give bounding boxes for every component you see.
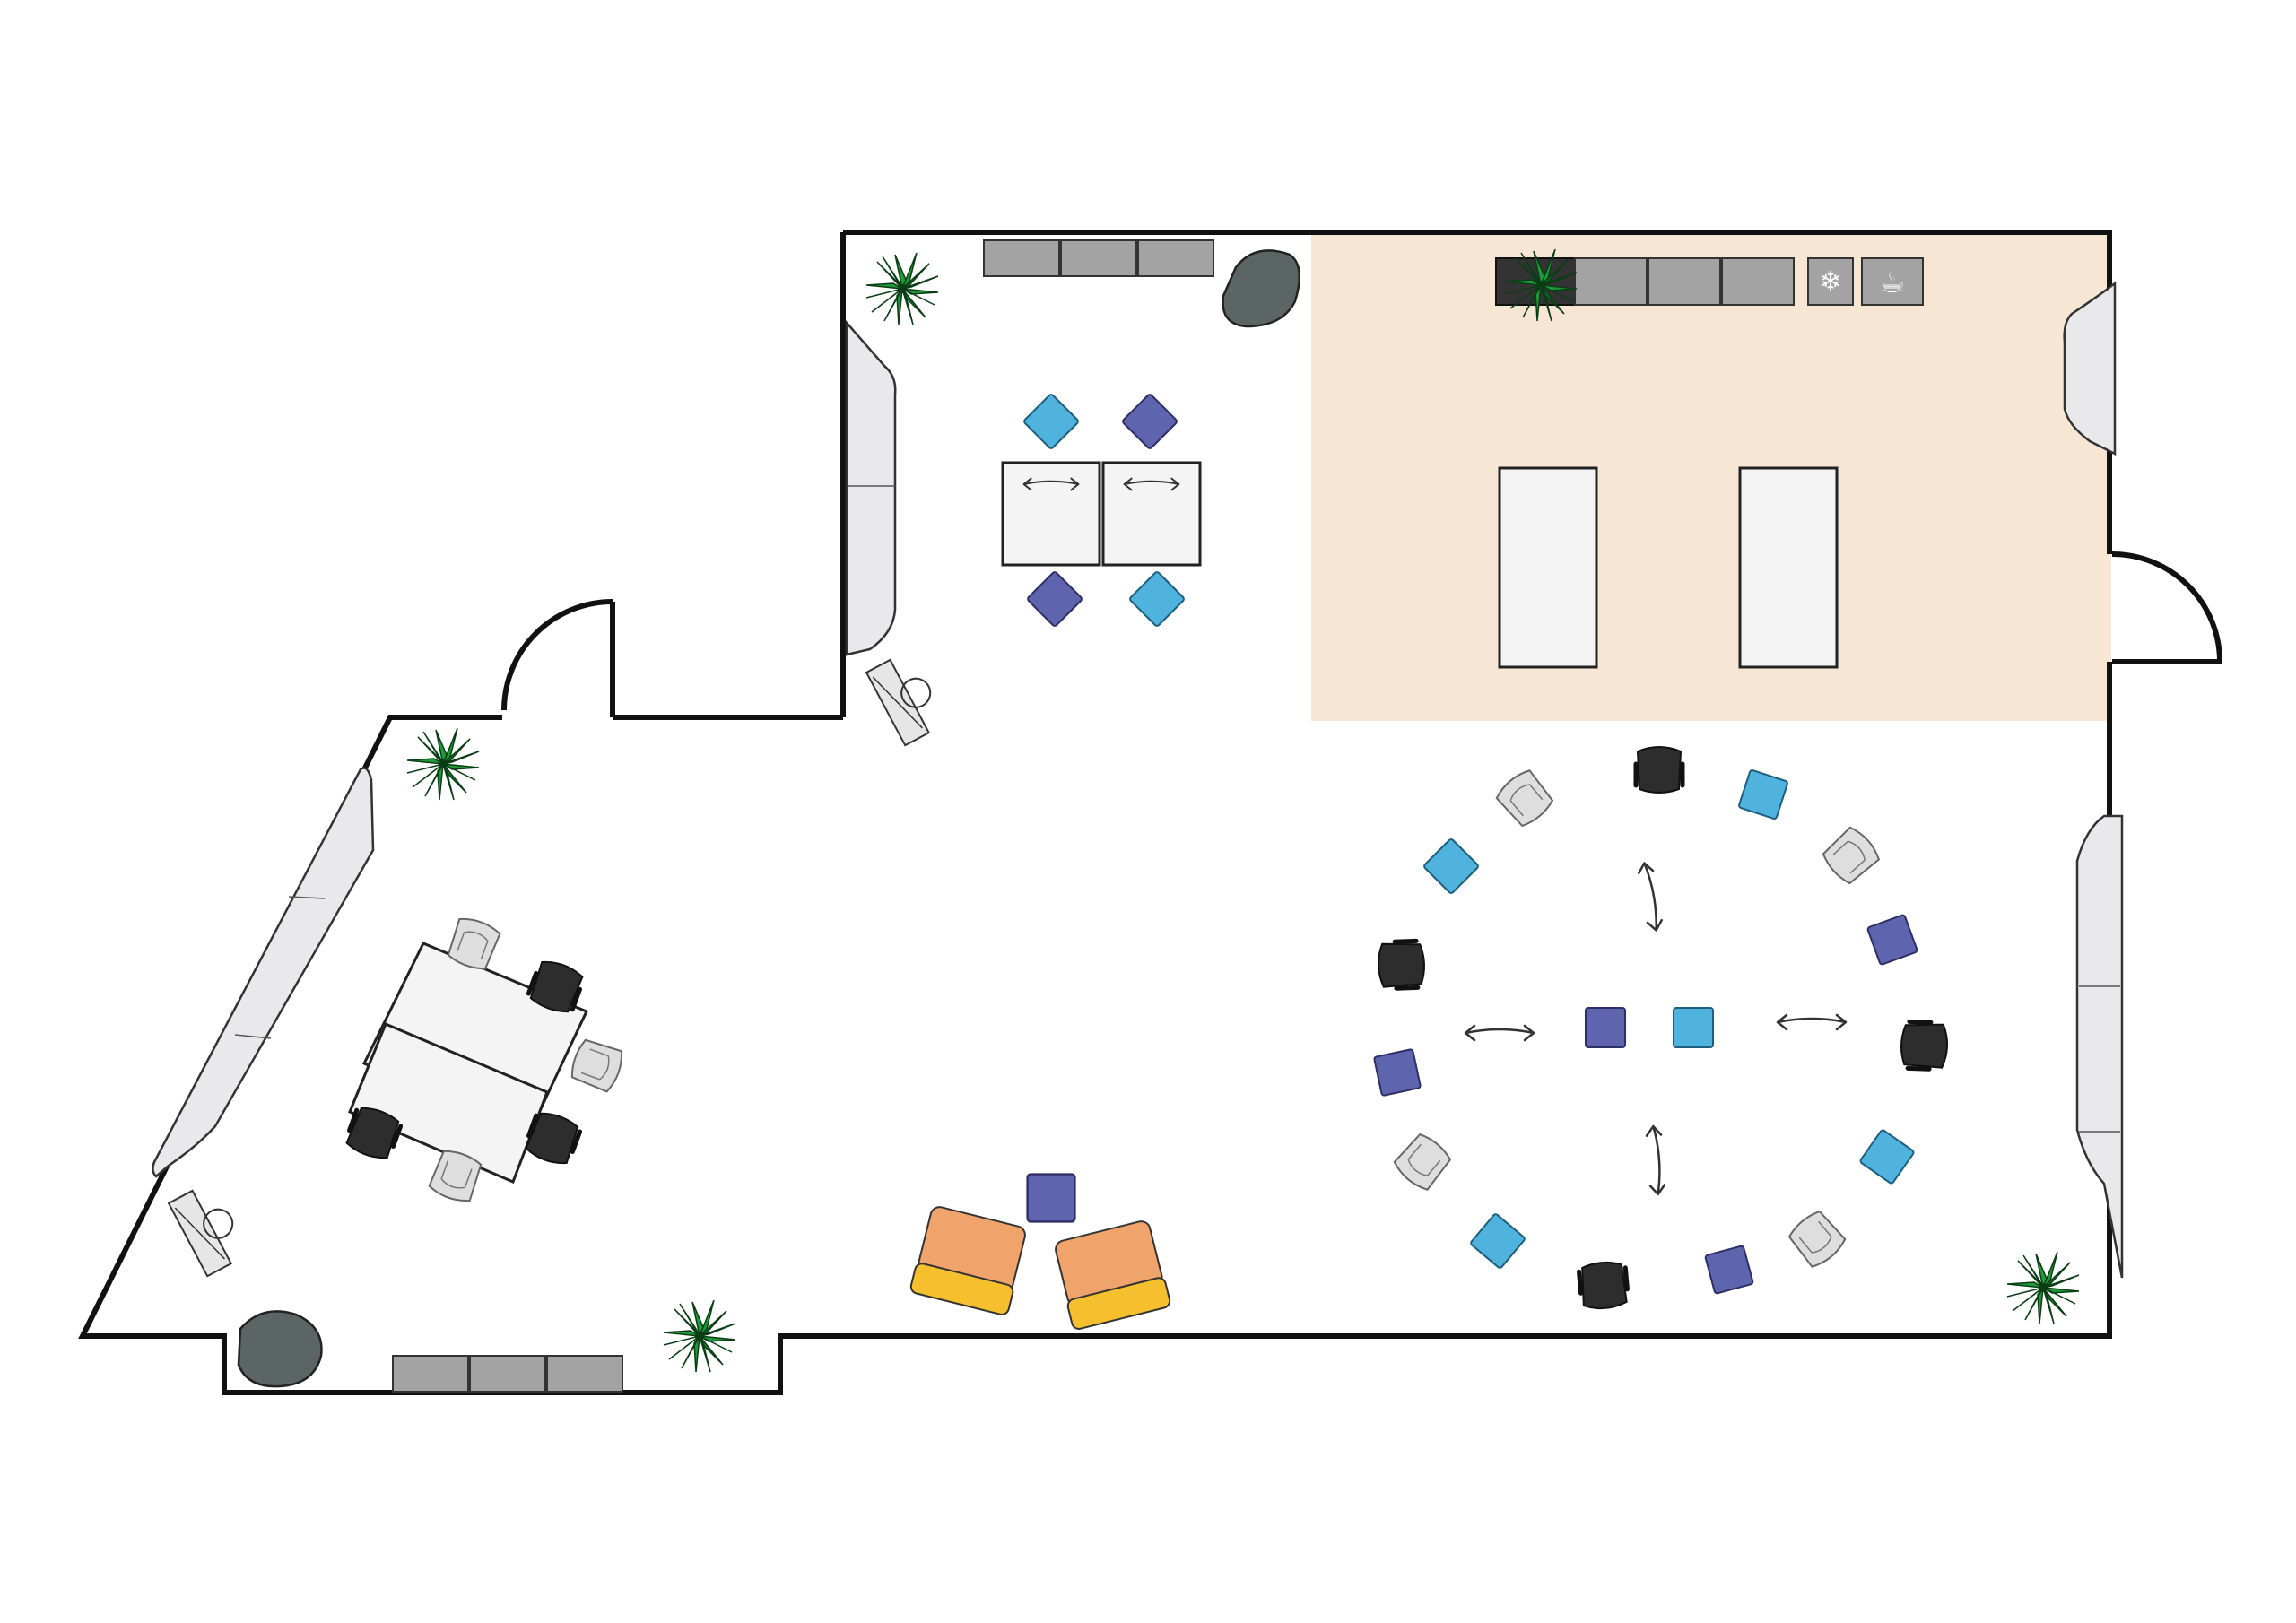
kitchen-table-right xyxy=(1738,466,1839,669)
door-left xyxy=(501,599,615,717)
cushion xyxy=(1673,1007,1714,1048)
cushion xyxy=(1866,913,1919,967)
chair xyxy=(1390,1129,1456,1194)
fridge-icon: ❄ xyxy=(1807,257,1854,306)
lounge-chair-left xyxy=(909,1206,1026,1315)
plant-icon xyxy=(406,727,480,801)
chair xyxy=(1578,1261,1629,1310)
work-table-left xyxy=(1001,461,1101,567)
chair xyxy=(1784,1206,1849,1271)
plant-icon xyxy=(865,252,939,325)
svg-text:☕: ☕ xyxy=(1880,265,1906,299)
cushion xyxy=(1469,1212,1526,1270)
cabinet-top xyxy=(983,239,1214,277)
kitchen-table-left xyxy=(1498,466,1598,669)
plant-icon xyxy=(663,1299,736,1373)
chair xyxy=(1818,823,1883,889)
svg-text:❄: ❄ xyxy=(1819,266,1841,298)
coffee-icon: ☕ xyxy=(1861,257,1924,306)
chair xyxy=(1900,1021,1948,1070)
plant-icon xyxy=(2006,1251,2080,1324)
chair xyxy=(1378,941,1425,989)
cushion xyxy=(1022,392,1081,451)
work-table-right xyxy=(1101,461,1202,567)
cushion xyxy=(1026,1173,1076,1223)
double-arrow-icon xyxy=(1776,1013,1848,1031)
cushion xyxy=(1127,569,1187,629)
flipchart-left xyxy=(167,1189,234,1278)
cushion xyxy=(1704,1245,1754,1295)
cabinet-bottom xyxy=(392,1355,623,1393)
kitchen-floor xyxy=(1311,235,2111,721)
sofa-right-long xyxy=(2075,814,2124,1279)
double-arrow-icon xyxy=(1464,1024,1535,1042)
flipchart-top xyxy=(865,658,932,747)
cushion xyxy=(1585,1007,1626,1048)
cushion xyxy=(1372,1047,1422,1098)
cushion xyxy=(1858,1128,1916,1185)
cushion xyxy=(1120,392,1179,451)
double-arrow-icon xyxy=(1636,860,1665,933)
chair xyxy=(567,1036,627,1095)
chair xyxy=(1636,747,1683,793)
cushion xyxy=(1422,837,1481,896)
door-right xyxy=(2111,551,2223,664)
sofa-upper-left xyxy=(845,319,897,656)
lounge-chair-right xyxy=(1055,1220,1171,1330)
sofa-right-top xyxy=(2063,281,2117,456)
chair xyxy=(1492,766,1558,831)
double-arrow-icon xyxy=(1645,1124,1666,1196)
cushion xyxy=(1025,569,1084,629)
beanbag-top xyxy=(1222,249,1301,328)
cushion xyxy=(1737,768,1789,820)
sofa-diagonal xyxy=(152,767,375,1178)
beanbag-bottom xyxy=(237,1310,323,1388)
